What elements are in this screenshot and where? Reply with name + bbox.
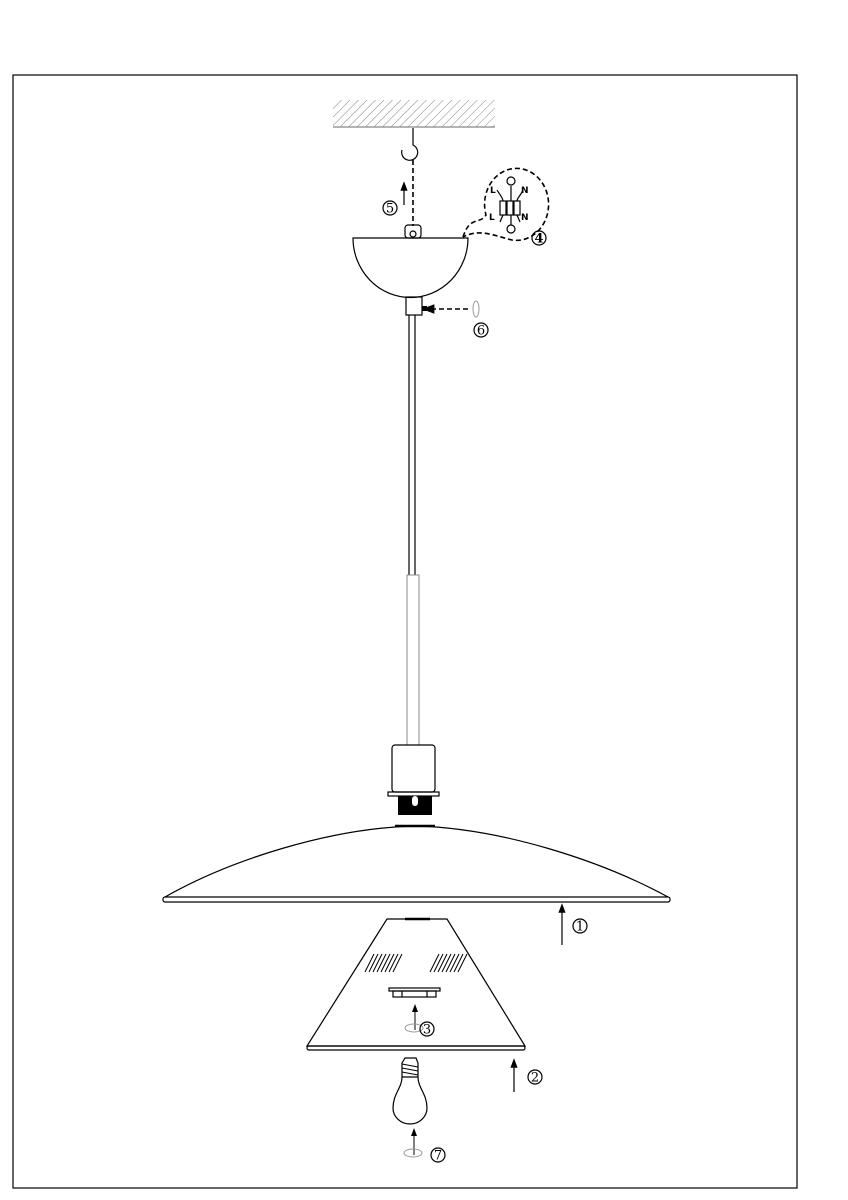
ceiling-hook bbox=[401, 128, 419, 161]
light-bulb bbox=[392, 1057, 428, 1125]
bulb-rotate-icon bbox=[403, 1148, 423, 1158]
step-4-label: 4 bbox=[531, 230, 547, 247]
step-3-label: 3 bbox=[419, 1021, 435, 1038]
inner-diffuser bbox=[305, 917, 527, 1051]
step-1-label: 1 bbox=[572, 918, 588, 935]
screw-rotate-icon bbox=[472, 300, 480, 318]
page-frame bbox=[12, 74, 798, 1189]
svg-text:L: L bbox=[489, 213, 495, 223]
svg-text:5: 5 bbox=[386, 202, 394, 217]
svg-text:6: 6 bbox=[477, 324, 485, 339]
step-5-label: 5 bbox=[382, 200, 398, 217]
svg-text:N: N bbox=[521, 213, 529, 223]
svg-text:N: N bbox=[521, 186, 529, 196]
svg-text:1: 1 bbox=[576, 920, 584, 935]
ceiling bbox=[333, 100, 495, 128]
ceiling-canopy bbox=[352, 224, 469, 316]
lamp-socket bbox=[387, 744, 440, 815]
svg-text:3: 3 bbox=[423, 1023, 431, 1038]
pendant-cord bbox=[406, 315, 420, 746]
step-6-label: 6 bbox=[473, 322, 489, 339]
svg-text:4: 4 bbox=[534, 232, 543, 247]
wiring-detail-callout: L N L N bbox=[462, 167, 550, 242]
step-2-label: 2 bbox=[527, 1069, 543, 1086]
svg-text:2: 2 bbox=[531, 1071, 539, 1086]
step-7-label: 7 bbox=[430, 1147, 446, 1164]
outer-shade bbox=[162, 824, 671, 903]
svg-text:7: 7 bbox=[434, 1149, 442, 1164]
ring-rotate-icon bbox=[404, 1023, 424, 1033]
svg-text:L: L bbox=[490, 186, 496, 196]
